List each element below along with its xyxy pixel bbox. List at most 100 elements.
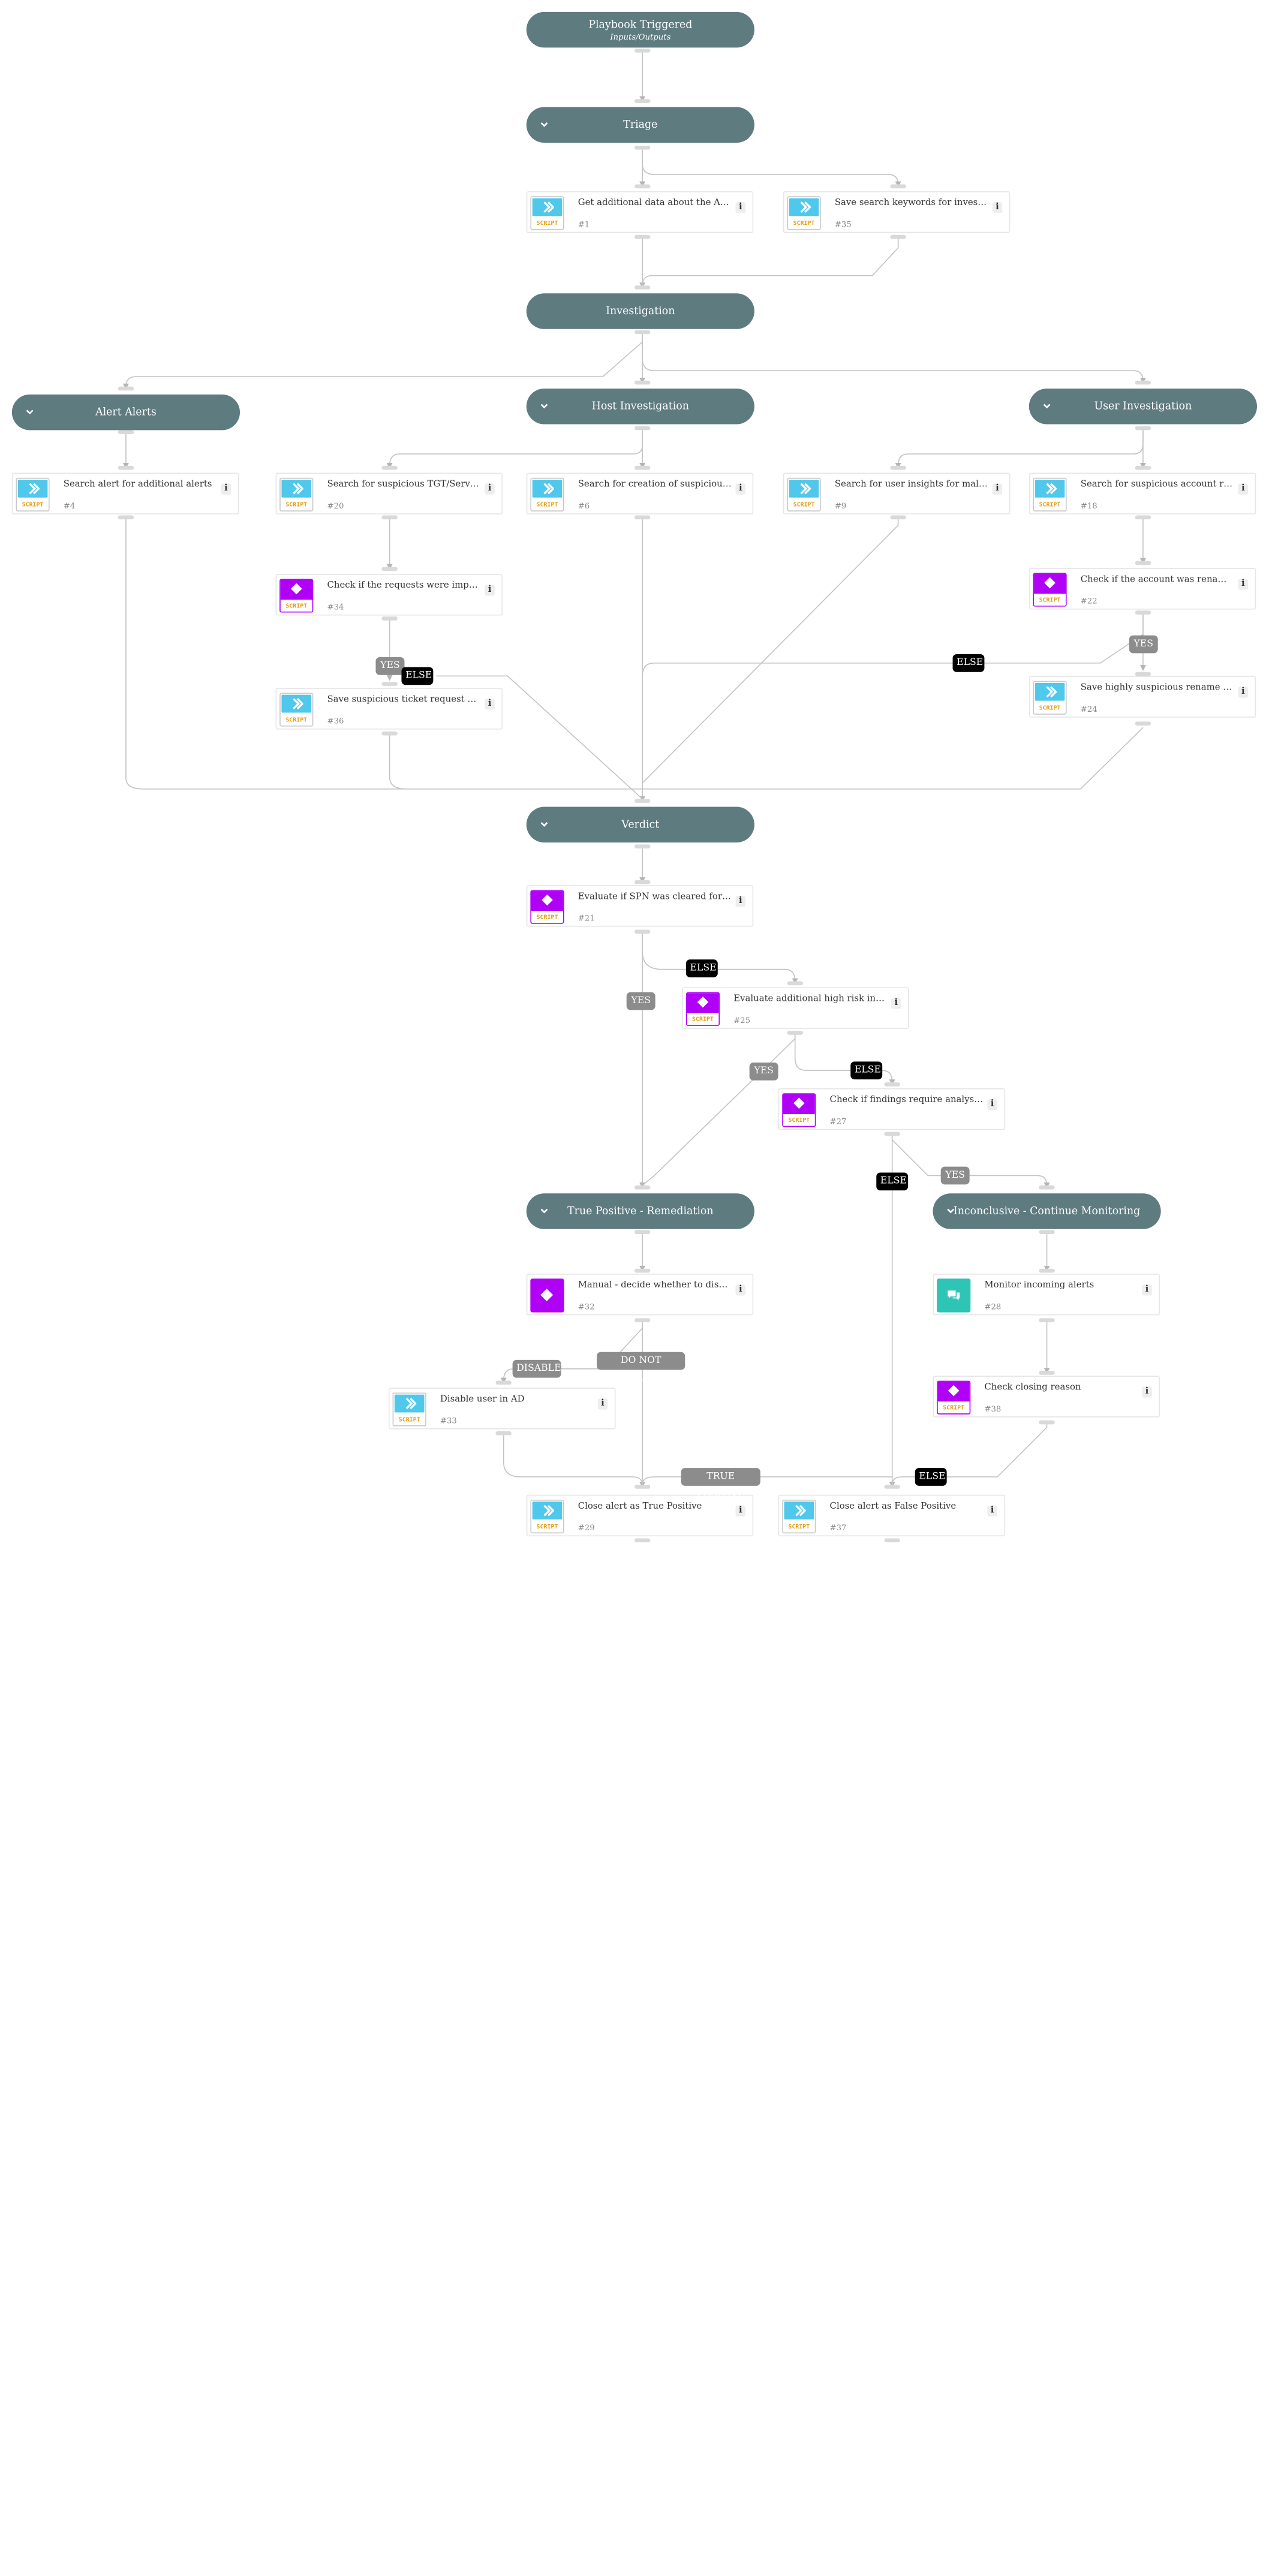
playbook-triggered-header[interactable]: Playbook Triggered Inputs/Outputs: [526, 11, 754, 48]
task-22[interactable]: SCRIPT Check if the account was renamed …: [1029, 568, 1256, 610]
chevron-down-icon[interactable]: [24, 407, 36, 419]
info-icon[interactable]: i: [987, 1099, 997, 1111]
script-icon: SCRIPT: [530, 196, 564, 230]
chevron-down-icon[interactable]: [539, 818, 551, 830]
task-18[interactable]: SCRIPT Search for suspicious account ren…: [1029, 473, 1256, 514]
section-header-user-investigation[interactable]: User Investigation: [1029, 388, 1258, 425]
task-38[interactable]: SCRIPT Check closing reason #38 i: [933, 1376, 1160, 1418]
branch-label-disable: DISABLE: [512, 1359, 561, 1378]
info-icon[interactable]: i: [1238, 483, 1249, 495]
task-title: Close alert as False Positive: [829, 1501, 957, 1512]
chevron-down-icon[interactable]: [945, 1205, 957, 1217]
script-icon: SCRIPT: [787, 196, 821, 230]
chevron-down-icon[interactable]: [539, 401, 551, 413]
info-icon[interactable]: i: [992, 483, 1003, 495]
section-header-host-investigation[interactable]: Host Investigation: [526, 388, 754, 425]
branch-label-yes: YES: [375, 657, 405, 675]
info-icon[interactable]: i: [891, 998, 901, 1009]
task-number: #34: [327, 603, 344, 612]
script-label: SCRIPT: [692, 1016, 714, 1023]
section-header-inconclusive[interactable]: Inconclusive - Continue Monitoring: [933, 1193, 1161, 1229]
condition-icon: SCRIPT: [530, 890, 564, 924]
section-header-true-positive[interactable]: True Positive - Remediation: [526, 1193, 754, 1229]
task-number: #29: [578, 1523, 595, 1533]
info-icon[interactable]: i: [735, 483, 746, 495]
script-icon: SCRIPT: [392, 1392, 426, 1427]
branch-label-else: ELSE: [876, 1172, 909, 1191]
condition-icon: SCRIPT: [782, 1093, 816, 1127]
info-icon[interactable]: i: [735, 1505, 746, 1517]
info-icon[interactable]: i: [987, 1505, 997, 1517]
script-label: SCRIPT: [285, 501, 308, 508]
inputs-outputs-link[interactable]: Inputs/Outputs: [610, 32, 671, 41]
info-icon[interactable]: i: [735, 1284, 746, 1296]
info-icon[interactable]: i: [992, 202, 1003, 213]
task-24[interactable]: SCRIPT Save highly suspicious rename fla…: [1029, 676, 1256, 718]
branch-label-true-positive: TRUE POSITIVE: [681, 1468, 760, 1500]
info-icon[interactable]: i: [1238, 579, 1249, 590]
info-icon[interactable]: i: [735, 896, 746, 907]
task-number: #24: [1080, 705, 1097, 714]
info-icon[interactable]: i: [597, 1398, 608, 1410]
branch-label-else: ELSE: [685, 959, 718, 977]
chevron-down-icon[interactable]: [539, 119, 551, 131]
branch-label-yes: YES: [749, 1063, 778, 1081]
info-icon[interactable]: i: [735, 202, 746, 213]
section-header-verdict[interactable]: Verdict: [526, 806, 754, 843]
script-icon: SCRIPT: [279, 693, 314, 727]
script-icon: SCRIPT: [1033, 477, 1067, 511]
task-36[interactable]: SCRIPT Save suspicious ticket request fl…: [275, 688, 503, 730]
task-9[interactable]: SCRIPT Search for user insights for mali…: [783, 473, 1011, 514]
task-28[interactable]: Monitor incoming alerts #28 i: [933, 1274, 1160, 1316]
task-title: Check if the account was renamed to ...: [1080, 574, 1234, 585]
header-title: Verdict: [621, 818, 660, 831]
section-header-alert-alerts[interactable]: Alert Alerts: [11, 394, 240, 431]
task-title: Get additional data about the Account...: [578, 198, 732, 209]
header-title: True Positive - Remediation: [567, 1205, 714, 1217]
condition-icon: SCRIPT: [279, 579, 314, 613]
task-35[interactable]: SCRIPT Save search keywords for investig…: [783, 191, 1011, 233]
branch-label-else: ELSE: [952, 654, 985, 672]
task-title: Disable user in AD: [440, 1394, 525, 1405]
chevron-down-icon[interactable]: [539, 1205, 551, 1217]
task-25[interactable]: SCRIPT Evaluate additional high risk ind…: [682, 987, 909, 1029]
info-icon[interactable]: i: [1142, 1284, 1152, 1296]
task-34[interactable]: SCRIPT Check if the requests were impers…: [275, 574, 503, 616]
task-number: #32: [578, 1302, 595, 1311]
task-20[interactable]: SCRIPT Search for suspicious TGT/Service…: [275, 473, 503, 514]
task-6[interactable]: SCRIPT Search for creation of suspicious…: [526, 473, 754, 514]
task-number: #36: [327, 717, 344, 726]
task-title: Check closing reason: [984, 1382, 1081, 1393]
header-title: Investigation: [606, 305, 675, 317]
info-icon[interactable]: i: [485, 483, 495, 495]
section-header-investigation[interactable]: Investigation: [526, 293, 754, 329]
script-icon: SCRIPT: [530, 1499, 564, 1534]
section-header-triage[interactable]: Triage: [526, 107, 754, 143]
task-21[interactable]: SCRIPT Evaluate if SPN was cleared for m…: [526, 885, 754, 927]
branch-label-yes: YES: [1129, 635, 1158, 654]
task-1[interactable]: SCRIPT Get additional data about the Acc…: [526, 191, 754, 233]
script-label: SCRIPT: [285, 717, 308, 724]
task-29[interactable]: SCRIPT Close alert as True Positive #29 …: [526, 1494, 754, 1537]
script-label: SCRIPT: [398, 1416, 420, 1424]
branch-label-do-not-disable: DO NOT DISABLE: [597, 1352, 685, 1384]
info-icon[interactable]: i: [485, 699, 495, 710]
task-33[interactable]: SCRIPT Disable user in AD #33 i: [388, 1388, 616, 1430]
script-label: SCRIPT: [536, 914, 558, 921]
script-label: SCRIPT: [22, 501, 44, 508]
task-title: Check if findings require analyst deci..…: [829, 1095, 984, 1106]
task-32[interactable]: Manual - decide whether to disable th...…: [526, 1274, 754, 1316]
task-4[interactable]: SCRIPT Search alert for additional alert…: [11, 473, 239, 514]
info-icon[interactable]: i: [485, 585, 495, 596]
task-title: Search for user insights for malicious .…: [834, 480, 988, 490]
chevron-down-icon[interactable]: [1041, 401, 1053, 413]
script-label: SCRIPT: [788, 1117, 810, 1124]
script-label: SCRIPT: [1039, 597, 1061, 604]
task-37[interactable]: SCRIPT Close alert as False Positive #37…: [778, 1494, 1006, 1537]
info-icon[interactable]: i: [221, 483, 231, 495]
info-icon[interactable]: i: [1238, 687, 1249, 698]
script-icon: SCRIPT: [787, 477, 821, 511]
task-27[interactable]: SCRIPT Check if findings require analyst…: [778, 1088, 1006, 1130]
task-number: #35: [834, 219, 852, 229]
info-icon[interactable]: i: [1142, 1386, 1152, 1398]
